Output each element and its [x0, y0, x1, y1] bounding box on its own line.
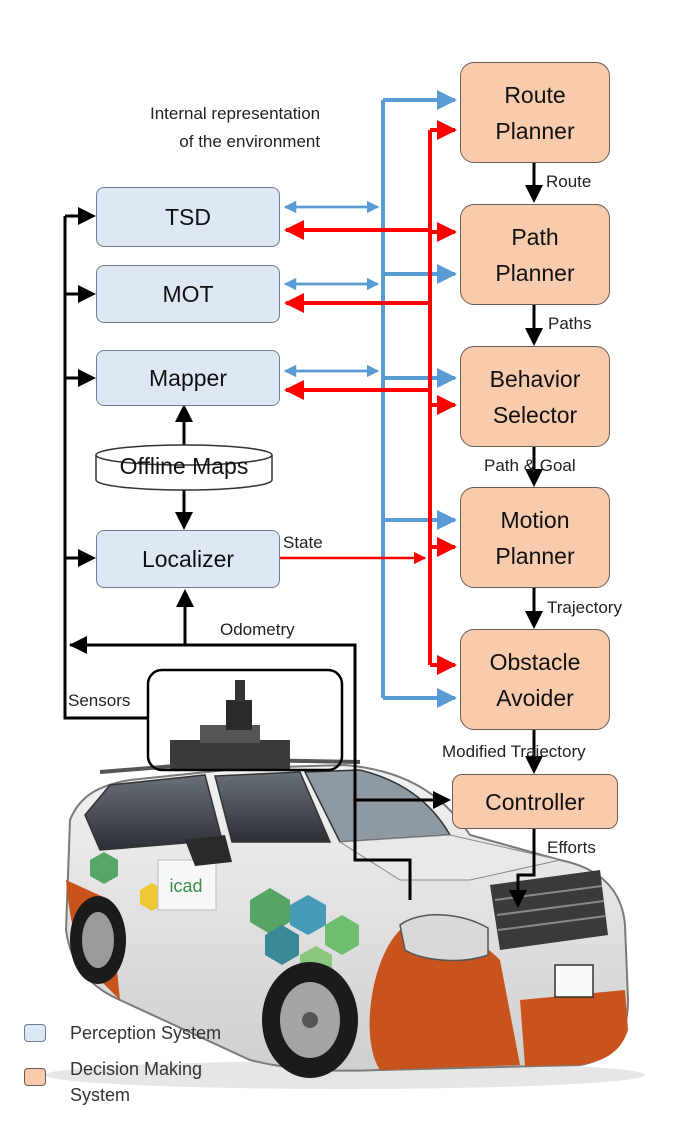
obstacle-avoider-node: Obstacle Avoider	[460, 629, 610, 730]
legend-perception-label: Perception System	[70, 1023, 222, 1043]
internal-representation-bus	[283, 90, 457, 708]
state-bus	[280, 120, 457, 675]
state-label: State	[283, 533, 323, 552]
legend-decision-swatch	[24, 1068, 46, 1086]
offline-maps-node: Offline Maps	[119, 452, 249, 479]
legend-perception-swatch	[24, 1024, 46, 1042]
car-photo: icad	[45, 680, 645, 1089]
efforts-label: Efforts	[547, 838, 596, 857]
paths-label: Paths	[548, 314, 592, 333]
motion-planner-node: Motion Planner	[460, 487, 610, 588]
mapper-node: Mapper	[96, 350, 280, 406]
path-planner-node: Path Planner	[460, 204, 610, 305]
sensors-box	[146, 668, 344, 772]
odometry-line	[69, 589, 412, 900]
sensor-feed-lines	[63, 207, 148, 720]
odometry-label: Odometry	[220, 620, 295, 639]
path-goal-label: Path & Goal	[484, 456, 576, 475]
route-label: Route	[546, 172, 592, 191]
sensors-label: Sensors	[68, 691, 131, 710]
mot-node: MOT	[96, 265, 280, 323]
behavior-selector-node: Behavior Selector	[460, 346, 610, 447]
car-sticker-text: icad	[169, 876, 202, 896]
controller-node: Controller	[452, 774, 618, 829]
internal-representation-label: Internal representation of the environme…	[150, 104, 321, 151]
offline-maps-cylinder	[95, 444, 273, 491]
localizer-node: Localizer	[96, 530, 280, 588]
legend-decision-label: Decision Making System	[70, 1059, 203, 1105]
tsd-node: TSD	[96, 187, 280, 247]
decision-chain-arrows	[509, 163, 543, 908]
route-planner-node: Route Planner	[460, 62, 610, 163]
modified-trajectory-label: Modified Trajectory	[442, 742, 586, 761]
trajectory-label: Trajectory	[547, 598, 622, 617]
